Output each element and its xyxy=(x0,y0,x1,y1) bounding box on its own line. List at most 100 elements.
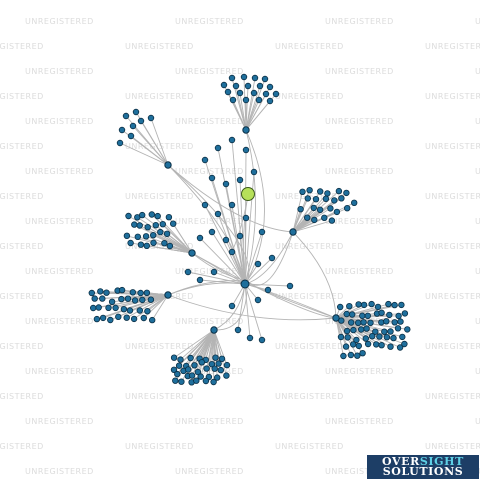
company-node[interactable] xyxy=(347,351,355,359)
company-node[interactable] xyxy=(266,97,274,105)
company-node[interactable] xyxy=(149,231,157,239)
company-node[interactable] xyxy=(198,359,205,366)
company-node[interactable] xyxy=(197,373,204,380)
company-node[interactable] xyxy=(387,328,394,335)
company-node[interactable] xyxy=(224,88,232,96)
company-node[interactable] xyxy=(304,195,311,202)
company-node[interactable] xyxy=(93,315,101,323)
company-node[interactable] xyxy=(264,286,272,294)
company-node[interactable] xyxy=(351,199,358,206)
company-node[interactable] xyxy=(157,228,164,236)
company-node[interactable] xyxy=(240,73,248,81)
company-node[interactable] xyxy=(228,74,236,82)
company-node[interactable] xyxy=(131,221,138,228)
company-node[interactable] xyxy=(250,168,258,176)
company-node[interactable] xyxy=(214,144,222,152)
company-node[interactable] xyxy=(103,289,110,296)
company-node[interactable] xyxy=(236,89,244,97)
company-node[interactable] xyxy=(203,365,210,372)
company-node[interactable] xyxy=(95,304,102,311)
company-node[interactable] xyxy=(355,301,362,308)
company-node[interactable] xyxy=(159,220,166,228)
company-node[interactable] xyxy=(125,212,132,220)
company-node[interactable] xyxy=(286,282,294,290)
company-node[interactable] xyxy=(343,327,351,335)
company-node[interactable] xyxy=(256,82,264,90)
company-node[interactable] xyxy=(236,232,244,240)
company-node[interactable] xyxy=(317,188,324,195)
company-node[interactable] xyxy=(373,341,380,348)
company-node[interactable] xyxy=(360,301,368,309)
company-node[interactable] xyxy=(251,74,259,82)
company-node[interactable] xyxy=(229,96,237,104)
company-node[interactable] xyxy=(152,221,159,229)
company-node[interactable] xyxy=(360,319,367,326)
company-node[interactable] xyxy=(210,268,218,276)
company-node[interactable] xyxy=(353,336,360,344)
company-node[interactable] xyxy=(112,304,119,312)
company-node[interactable] xyxy=(132,108,140,116)
company-node[interactable] xyxy=(321,214,328,221)
company-node[interactable] xyxy=(193,377,200,384)
company-node[interactable] xyxy=(136,307,143,314)
hub-node[interactable] xyxy=(164,161,172,169)
company-node[interactable] xyxy=(390,334,397,342)
company-node[interactable] xyxy=(124,295,132,302)
company-node[interactable] xyxy=(350,341,357,348)
company-node[interactable] xyxy=(202,377,210,385)
company-node[interactable] xyxy=(208,361,216,368)
company-node[interactable] xyxy=(174,370,181,378)
company-node[interactable] xyxy=(144,308,151,315)
company-node[interactable] xyxy=(404,326,411,333)
company-node[interactable] xyxy=(136,222,143,229)
company-node[interactable] xyxy=(137,117,145,125)
company-node[interactable] xyxy=(401,310,409,317)
company-node[interactable] xyxy=(169,220,177,227)
company-node[interactable] xyxy=(316,206,324,213)
company-node[interactable] xyxy=(306,186,313,194)
company-node[interactable] xyxy=(367,319,374,326)
company-node[interactable] xyxy=(222,236,230,244)
company-node[interactable] xyxy=(346,303,353,310)
hub-node[interactable] xyxy=(210,326,218,334)
company-node[interactable] xyxy=(297,205,304,213)
company-node[interactable] xyxy=(127,132,135,140)
hub-node[interactable] xyxy=(289,228,297,236)
company-node[interactable] xyxy=(383,334,391,341)
hub-node[interactable] xyxy=(188,249,196,257)
company-node[interactable] xyxy=(378,342,385,349)
company-node[interactable] xyxy=(401,340,408,348)
company-node[interactable] xyxy=(399,333,406,341)
company-node[interactable] xyxy=(391,319,398,326)
hub-node[interactable] xyxy=(164,291,172,299)
company-node[interactable] xyxy=(210,378,217,386)
hub-node[interactable] xyxy=(332,314,340,322)
company-node[interactable] xyxy=(363,325,370,332)
company-node[interactable] xyxy=(242,96,250,104)
company-node[interactable] xyxy=(118,286,126,294)
company-node[interactable] xyxy=(166,242,174,250)
company-node[interactable] xyxy=(196,234,204,242)
company-node[interactable] xyxy=(396,344,404,351)
company-node[interactable] xyxy=(349,311,356,318)
company-node[interactable] xyxy=(374,303,382,311)
company-node[interactable] xyxy=(387,343,394,350)
company-node[interactable] xyxy=(258,336,266,344)
company-node[interactable] xyxy=(134,233,141,240)
company-node[interactable] xyxy=(220,81,228,89)
company-node[interactable] xyxy=(137,289,144,297)
company-node[interactable] xyxy=(304,214,311,221)
company-node[interactable] xyxy=(343,310,350,318)
company-node[interactable] xyxy=(178,378,185,385)
company-node[interactable] xyxy=(395,312,402,320)
company-node[interactable] xyxy=(187,354,194,362)
focus-node[interactable] xyxy=(241,187,255,201)
company-node[interactable] xyxy=(208,174,216,182)
company-node[interactable] xyxy=(236,176,244,184)
company-node[interactable] xyxy=(196,276,204,284)
company-node[interactable] xyxy=(343,189,350,197)
company-node[interactable] xyxy=(138,211,146,219)
company-node[interactable] xyxy=(359,312,366,319)
company-node[interactable] xyxy=(228,302,236,310)
company-node[interactable] xyxy=(131,297,139,304)
